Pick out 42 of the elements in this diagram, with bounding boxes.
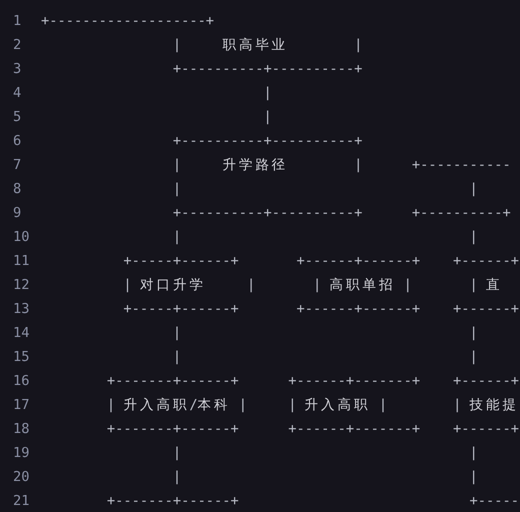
line-number: 17	[13, 396, 30, 415]
line-number: 2	[13, 36, 22, 55]
line-number: 16	[13, 372, 30, 391]
line-number: 1	[13, 12, 22, 31]
code-line: | |	[172, 228, 478, 247]
line-number: 5	[13, 108, 22, 127]
code-line: +-----+------+ +------+------+ +------+	[123, 300, 519, 319]
code-line: +----------+----------+	[172, 132, 362, 151]
code-line: +-------+------+ +------+-------+ +------+	[106, 420, 519, 439]
code-line: +----------+----------+	[172, 60, 362, 79]
code-line: | |	[172, 348, 478, 367]
line-number: 11	[13, 252, 30, 271]
line-number: 15	[13, 348, 30, 367]
code-line: +-----+------+ +------+------+ +------+	[123, 252, 519, 271]
code-line: | 升入高职/本科 | | 升入高职 | | 技能提	[106, 396, 520, 415]
line-number: 8	[13, 180, 22, 199]
line-number: 10	[13, 228, 30, 247]
line-number: 4	[13, 84, 22, 103]
code-line: |	[263, 84, 272, 103]
code-line: | 升学路径 | +-----------	[172, 156, 511, 175]
line-number: 13	[13, 300, 30, 319]
line-number: 6	[13, 132, 22, 151]
line-number: 7	[13, 156, 22, 175]
line-number: 19	[13, 444, 30, 463]
line-number: 20	[13, 468, 30, 487]
line-number: 14	[13, 324, 30, 343]
code-line: +-------------------+	[41, 12, 214, 31]
code-line: | |	[172, 180, 478, 199]
code-line: | 对口升学 | | 高职单招 | | 直	[123, 276, 503, 295]
line-number: 21	[13, 492, 30, 511]
line-number: 9	[13, 204, 22, 223]
code-line: +-------+------+ +-----	[106, 492, 519, 511]
code-line: +-------+------+ +------+-------+ +------+	[106, 372, 519, 391]
code-line: | |	[172, 324, 478, 343]
code-line: | |	[172, 444, 478, 463]
code-line: |	[263, 108, 272, 127]
line-number: 3	[13, 60, 22, 79]
line-number: 18	[13, 420, 30, 439]
code-line: | |	[172, 468, 478, 487]
line-number: 12	[13, 276, 30, 295]
code-line: +----------+----------+ +----------+	[172, 204, 511, 223]
code-line: | 职高毕业 |	[172, 36, 362, 55]
